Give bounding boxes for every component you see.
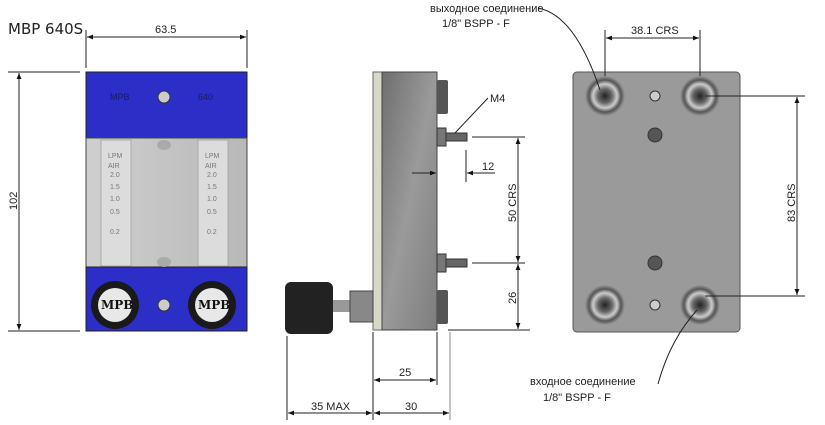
stud-icon	[647, 255, 663, 271]
height-dimension: 102	[8, 192, 20, 210]
side-view: M4 50 CRS 26 12 25 35 MAX 30	[285, 71, 530, 420]
outlet-label: выходное соединение	[430, 3, 544, 15]
total-depth-dimension: 30	[405, 401, 417, 413]
screw-icon	[649, 90, 661, 102]
svg-text:LPM: LPM	[108, 153, 123, 160]
thread-label: M4	[490, 93, 505, 105]
model-title: MBP 640S	[8, 20, 83, 38]
svg-text:0.2: 0.2	[207, 229, 217, 236]
panel-label-right: 640	[198, 92, 213, 102]
svg-text:AIR: AIR	[205, 163, 217, 170]
inlet-label: входное соединение	[530, 376, 636, 388]
knob-dimension: 35 MAX	[311, 401, 351, 413]
svg-text:1.0: 1.0	[110, 196, 120, 203]
screw-icon	[157, 90, 171, 104]
svg-text:MPB: MPB	[198, 298, 230, 312]
stud-icon	[647, 127, 663, 143]
panel-label-left: MPB	[110, 92, 130, 102]
svg-text:1.0: 1.0	[207, 196, 217, 203]
svg-text:1.5: 1.5	[207, 184, 217, 191]
outlet-thread: 1/8" BSPP - F	[442, 18, 510, 30]
svg-text:0.2: 0.2	[110, 229, 120, 236]
control-knob-right[interactable]: MPB	[188, 281, 236, 329]
vertical-spacing-dimension: 83 CRS	[786, 183, 798, 222]
svg-text:1.5: 1.5	[110, 184, 120, 191]
bottom-offset-dimension: 26	[507, 292, 519, 304]
svg-text:0.5: 0.5	[207, 209, 217, 216]
svg-text:MPB: MPB	[101, 298, 133, 312]
flow-tube-right: LPM AIR 2.0 1.5 1.0 0.5 0.2	[197, 139, 229, 267]
svg-text:0.5: 0.5	[110, 209, 120, 216]
screw-icon	[157, 298, 171, 312]
rear-view: 38.1 CRS 83 CRS выходное соединение 1/8"…	[430, 3, 805, 404]
control-knob-left[interactable]: MPB	[91, 281, 139, 329]
front-view: 63.5 102 MPB 640 LPM AIR 2.0 1.5 1.0 0.5…	[8, 24, 248, 332]
flow-tube-left: LPM AIR 2.0 1.5 1.0 0.5 0.2	[100, 139, 132, 267]
inlet-thread: 1/8" BSPP - F	[543, 392, 611, 404]
svg-text:AIR: AIR	[108, 163, 120, 170]
stud-spacing-dimension: 50 CRS	[507, 183, 519, 222]
port	[680, 76, 720, 116]
port	[585, 285, 625, 325]
screw-icon	[649, 299, 661, 311]
stud-length-dimension: 12	[482, 161, 494, 173]
body-depth-dimension: 25	[399, 367, 411, 379]
svg-text:LPM: LPM	[205, 153, 220, 160]
svg-text:2.0: 2.0	[110, 172, 120, 179]
width-dimension: 63.5	[155, 24, 176, 36]
control-knob-side[interactable]	[285, 282, 374, 334]
inlet-port	[680, 285, 720, 325]
outlet-port	[585, 76, 625, 116]
horizontal-spacing-dimension: 38.1 CRS	[631, 25, 679, 37]
svg-text:2.0: 2.0	[207, 172, 217, 179]
